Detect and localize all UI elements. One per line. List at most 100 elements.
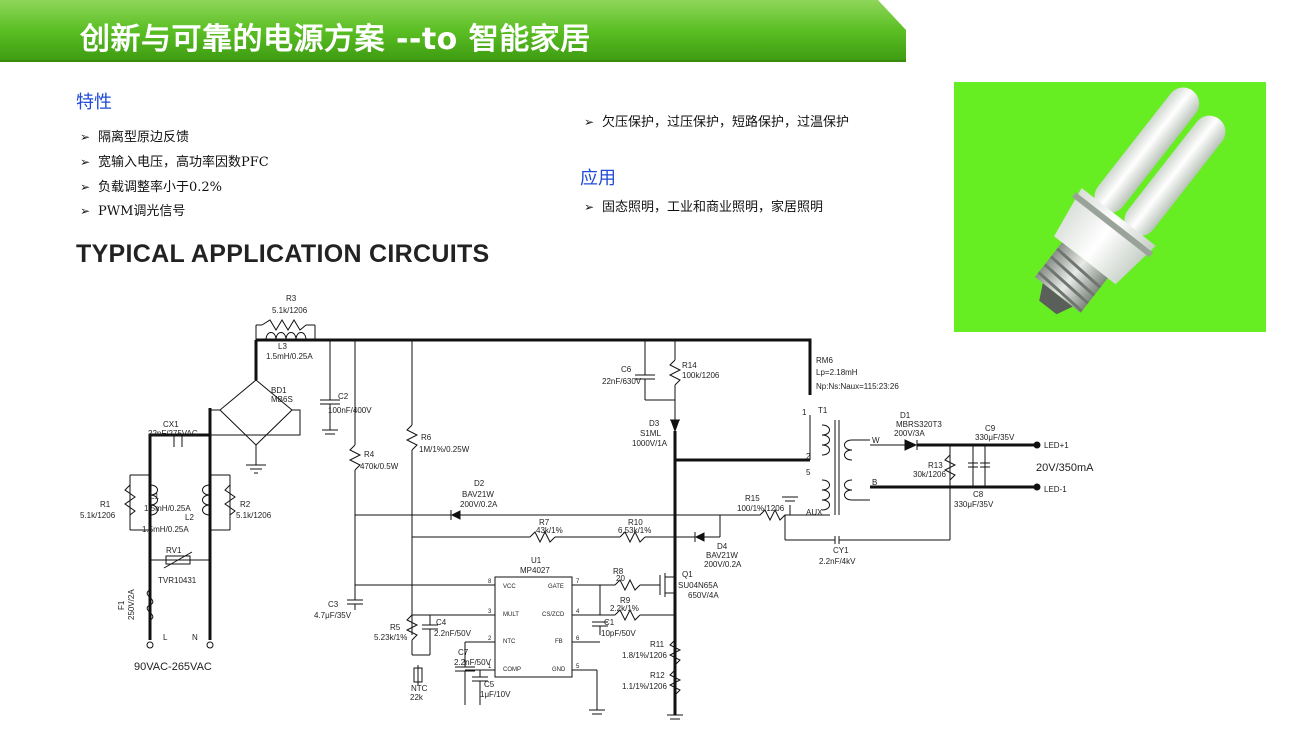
pin-gate-label: GATE — [548, 584, 564, 590]
feature-item-4: ➢PWM调光信号 — [80, 204, 186, 219]
r10-value: 6.53k/1% — [618, 526, 651, 535]
r13-value: 30k/1206 — [913, 470, 946, 479]
d4-label: D4 — [717, 542, 728, 551]
c7-label: C7 — [458, 648, 469, 657]
r6-label: R6 — [421, 433, 432, 442]
output-rating-label: 20V/350mA — [1036, 462, 1094, 474]
c2-value: 100nF/400V — [328, 406, 372, 415]
product-photo — [954, 82, 1266, 332]
d3-value: S1ML — [640, 429, 661, 438]
r2-label: R2 — [240, 500, 251, 509]
l2-label: L2 — [185, 513, 194, 522]
pin-fb-label: FB — [555, 639, 563, 645]
r13-label: R13 — [928, 461, 943, 470]
input-voltage-label: 90VAC-265VAC — [134, 661, 212, 673]
r4-value: 470k/0.5W — [360, 462, 399, 471]
r14-value: 100k/1206 — [682, 371, 720, 380]
l2-value: 1.5mH/0.25A — [142, 525, 189, 534]
u1-value: MP4027 — [520, 566, 550, 575]
c1-value: 10pF/50V — [601, 629, 636, 638]
led-positive-label: LED+1 — [1044, 441, 1069, 450]
d2-label: D2 — [474, 479, 485, 488]
l1-value: 1.5mH/0.25A — [144, 504, 191, 513]
pin-7-label: 7 — [576, 579, 580, 585]
c8-value: 330μF/35V — [954, 500, 994, 509]
r12-label: R12 — [650, 671, 665, 680]
pin-2-label: 2 — [806, 452, 811, 461]
r5-label: R5 — [390, 623, 401, 632]
c5-label: C5 — [484, 680, 495, 689]
r4-label: R4 — [364, 450, 375, 459]
r14-label: R14 — [682, 361, 697, 370]
r15-label: R15 — [745, 494, 760, 503]
c4-value: 2.2nF/50V — [434, 629, 472, 638]
ntc-label: NTC — [411, 684, 428, 693]
d1-value: MBRS320T3 — [896, 420, 942, 429]
feature-item-2: ➢宽输入电压，高功率因数PFC — [80, 155, 269, 170]
cx1-value: 22nF/275VAC — [148, 429, 198, 438]
application-item-1: ➢固态照明，工业和商业照明，家居照明 — [584, 200, 824, 215]
c7-value: 2.2nF/50V — [454, 658, 492, 667]
rv1-value: TVR10431 — [158, 576, 197, 585]
banner-shape — [0, 0, 906, 62]
r1-value: 5.1k/1206 — [80, 511, 116, 520]
turns-ratio-label: Np:Ns:Naux=115:23:26 — [816, 382, 899, 391]
arrow-icon: ➢ — [584, 115, 595, 129]
c9-label: C9 — [985, 424, 996, 433]
arrow-icon: ➢ — [584, 200, 595, 214]
q1-label: Q1 — [682, 570, 693, 579]
page-title: 创新与可靠的电源方案 --to 智能家居 — [80, 22, 591, 57]
n-terminal-label: N — [192, 633, 198, 642]
c3-label: C3 — [328, 600, 339, 609]
r9-value: 2.2k/1% — [610, 604, 639, 613]
rv1-label: RV1 — [166, 546, 182, 555]
r9-label: R9 — [620, 596, 631, 605]
lp-label: Lp=2.18mH — [816, 368, 858, 377]
t1-label: T1 — [818, 406, 828, 415]
bd1-label: BD1 — [271, 386, 287, 395]
r7-label: R7 — [539, 518, 550, 527]
c8-label: C8 — [973, 490, 984, 499]
r11-value: 1.8/1%/1206 — [622, 651, 667, 660]
cx1-label: CX1 — [163, 420, 179, 429]
arrow-icon: ➢ — [80, 204, 91, 218]
pin-1-num-label: 1 — [488, 664, 492, 670]
d1-rating: 200V/3A — [894, 429, 925, 438]
pin-vcc-label: VCC — [503, 584, 516, 590]
l1-label: L1 — [150, 492, 159, 501]
r5-value: 5.23k/1% — [374, 633, 407, 642]
winding-w-label: W — [872, 436, 880, 445]
c2-label: C2 — [338, 392, 349, 401]
rm6-label: RM6 — [816, 356, 833, 365]
c6-label: C6 — [621, 365, 632, 374]
cy1-value: 2.2nF/4kV — [819, 557, 856, 566]
q1-rating: 650V/4A — [688, 591, 719, 600]
pin-8-label: 8 — [488, 579, 492, 585]
feature-item-3: ➢负载调整率小于0.2% — [80, 180, 223, 195]
pin-6-label: 6 — [576, 636, 580, 642]
r8-value: 20 — [616, 574, 625, 583]
pin-3-label: 3 — [488, 609, 492, 615]
features-heading: 特性 — [76, 92, 112, 113]
applications-heading: 应用 — [580, 168, 616, 189]
pin-cszcd-label: CS/ZCD — [542, 612, 565, 618]
pin-2-num-label: 2 — [488, 636, 492, 642]
aux-label: AUX — [806, 508, 823, 517]
r10-label: R10 — [628, 518, 643, 527]
pin-4-label: 4 — [576, 609, 580, 615]
d1-label: D1 — [900, 411, 911, 420]
c6-value: 22nF/630V — [602, 377, 642, 386]
d3-label: D3 — [649, 419, 660, 428]
c5-value: 1μF/10V — [480, 690, 511, 699]
pin-mult-label: MULT — [503, 612, 519, 618]
d4-rating: 200V/0.2A — [704, 560, 742, 569]
c1-label: C1 — [604, 618, 615, 627]
header-banner: 创新与可靠的电源方案 --to 智能家居 — [0, 0, 1301, 62]
arrow-icon: ➢ — [80, 130, 91, 144]
r2-value: 5.1k/1206 — [236, 511, 272, 520]
r8-label: R8 — [613, 567, 624, 576]
pin-5-label: 5 — [806, 468, 811, 477]
f1-value: 250V/2A — [127, 589, 136, 620]
arrow-icon: ➢ — [80, 180, 91, 194]
led-negative-label: LED-1 — [1044, 485, 1067, 494]
